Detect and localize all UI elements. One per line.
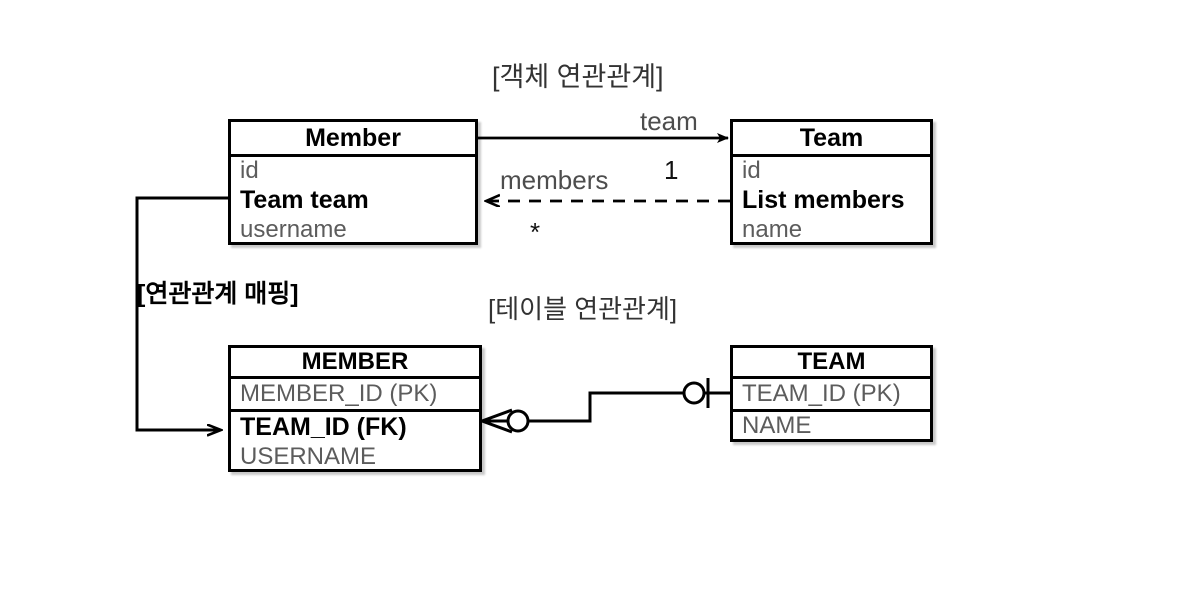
- class-box-team-title: Team: [733, 122, 930, 157]
- class-field-team-1: List members: [742, 185, 905, 214]
- table-column-member-2: USERNAME: [240, 443, 377, 470]
- class-field-team-0: id: [742, 156, 761, 184]
- class-box-member-title: Member: [231, 122, 475, 157]
- table-column-team-1: NAME: [742, 411, 812, 439]
- table-column-team-0: TEAM_ID (PK): [733, 379, 930, 412]
- association-multiplicity-team: 1: [664, 155, 679, 185]
- class-field-team-2: name: [742, 216, 803, 243]
- title-mapping: [연관관계 매핑]: [137, 280, 299, 308]
- class-box-member-fields: id Team team username: [231, 157, 475, 244]
- association-label-members: members: [500, 165, 609, 195]
- class-box-member: Member id Team team username: [228, 119, 478, 245]
- class-field-member-2: username: [240, 216, 347, 243]
- table-box-member-columns: MEMBER_ID (PK) TEAM_ID (FK) USERNAME: [231, 379, 479, 471]
- table-column-member-1: TEAM_ID (FK): [240, 413, 407, 441]
- class-field-member-0: id: [240, 156, 259, 184]
- table-box-member: MEMBER MEMBER_ID (PK) TEAM_ID (FK) USERN…: [228, 345, 482, 472]
- class-box-team: Team id List members name: [730, 119, 933, 245]
- association-label-team: team: [640, 106, 698, 136]
- table-column-member-0: MEMBER_ID (PK): [231, 379, 479, 412]
- class-field-member-1: Team team: [240, 185, 369, 214]
- table-box-team-columns: TEAM_ID (PK) NAME: [733, 379, 930, 439]
- wire-field-to-column-mapping: [135, 196, 228, 430]
- table-box-team: TEAM TEAM_ID (PK) NAME: [730, 345, 933, 442]
- wire-fk-relationship: [481, 378, 730, 434]
- table-box-team-title: TEAM: [733, 348, 930, 379]
- title-object-relation: [객체 연관관계]: [492, 62, 664, 92]
- title-table-relation: [테이블 연관관계]: [488, 294, 678, 324]
- association-multiplicity-members: *: [530, 217, 541, 247]
- table-box-member-title: MEMBER: [231, 348, 479, 379]
- class-box-team-fields: id List members name: [733, 157, 930, 244]
